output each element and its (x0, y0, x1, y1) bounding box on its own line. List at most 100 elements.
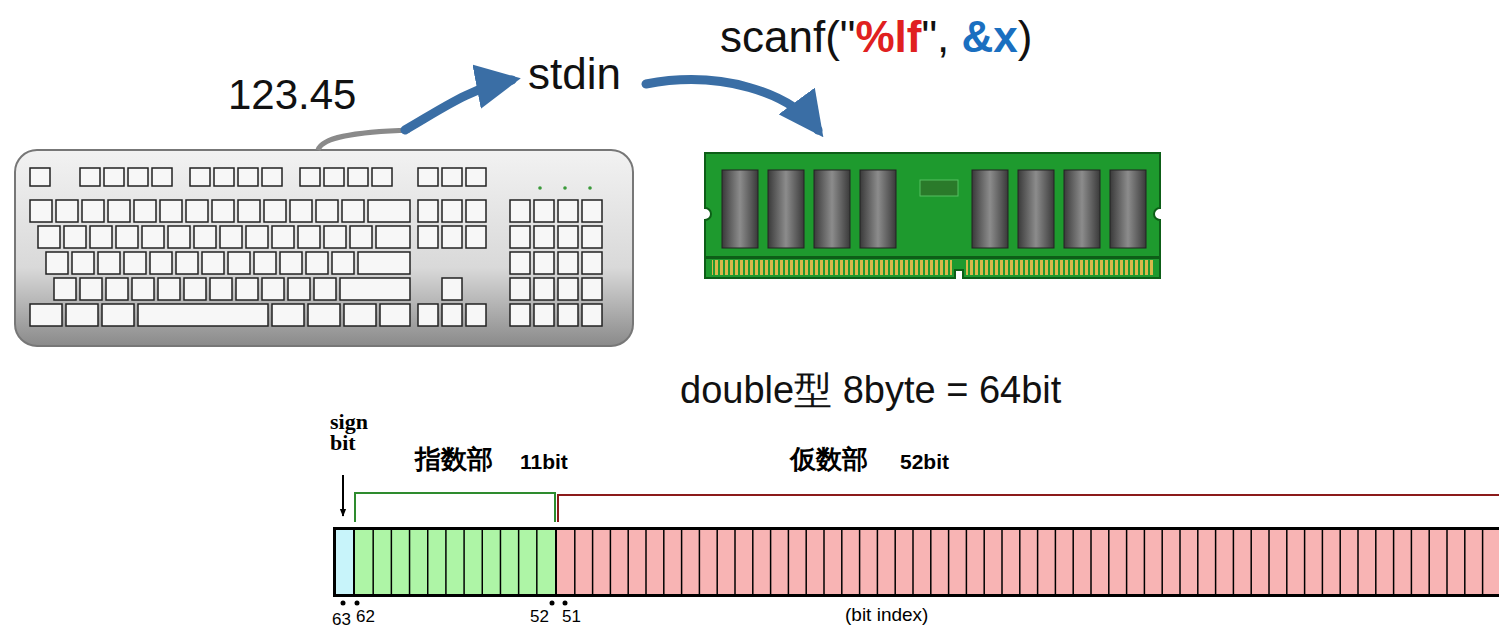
key (316, 200, 338, 222)
key (290, 200, 312, 222)
key (288, 278, 310, 300)
field-width: 52bit (900, 450, 949, 473)
key (380, 304, 410, 326)
key (582, 226, 602, 248)
keyboard-illustration (15, 150, 633, 346)
key (254, 252, 276, 274)
key (534, 278, 554, 300)
key (372, 168, 392, 186)
key (510, 252, 530, 274)
key (176, 252, 198, 274)
key (108, 200, 130, 222)
bit-index: 63 (332, 611, 351, 630)
key (582, 200, 602, 222)
memory-chip (972, 170, 1008, 248)
key (342, 200, 364, 222)
key (314, 278, 336, 300)
key (160, 200, 182, 222)
key (214, 168, 234, 186)
memory-chip (860, 170, 896, 248)
key (344, 304, 376, 326)
key (510, 304, 530, 326)
key (418, 226, 438, 248)
code-text: ", (921, 12, 961, 61)
key (202, 252, 224, 274)
key (264, 200, 286, 222)
key (30, 168, 50, 186)
key (80, 278, 102, 300)
double-bit-layout (333, 475, 1499, 606)
key (582, 278, 602, 300)
field-name: 仮数部 (790, 445, 868, 474)
key (582, 252, 602, 274)
address-operator: &x (962, 12, 1018, 61)
key (442, 168, 462, 186)
key (238, 200, 260, 222)
key (298, 226, 320, 248)
key (262, 168, 282, 186)
key (186, 200, 208, 222)
bit-index: 62 (356, 608, 375, 627)
key (510, 226, 530, 248)
key (306, 252, 328, 274)
key (442, 304, 462, 326)
key (80, 168, 100, 186)
key (138, 304, 268, 326)
key (442, 200, 462, 222)
key (238, 168, 258, 186)
key (534, 226, 554, 248)
key (558, 304, 578, 326)
key (418, 200, 438, 222)
memory-chip (722, 170, 758, 248)
key (510, 200, 530, 222)
key (558, 226, 578, 248)
key (64, 226, 86, 248)
code-text: ) (1018, 12, 1033, 61)
key (158, 278, 180, 300)
key (376, 226, 410, 248)
key (348, 168, 368, 186)
input-arrow (405, 80, 512, 130)
scanf-call: scanf("%lf", &x) (720, 12, 1032, 63)
key (184, 278, 206, 300)
field-width: 11bit (520, 450, 568, 473)
key (30, 304, 62, 326)
key (558, 200, 578, 222)
key (90, 226, 112, 248)
key (30, 200, 52, 222)
key (228, 252, 250, 274)
code-text: scanf(" (720, 12, 855, 61)
key (308, 304, 340, 326)
key (54, 278, 76, 300)
key (300, 168, 320, 186)
key (72, 252, 94, 274)
key (350, 226, 372, 248)
key (332, 252, 354, 274)
key (134, 200, 156, 222)
key (280, 252, 302, 274)
key (534, 200, 554, 222)
input-value: 123.45 (228, 72, 356, 118)
memory-chip (1064, 170, 1100, 248)
keyboard-cable (318, 130, 410, 150)
bit-index: 52 (530, 608, 549, 627)
key (272, 304, 304, 326)
key (418, 168, 438, 186)
stream-name: stdin (528, 50, 621, 98)
key (442, 226, 462, 248)
key (272, 226, 294, 248)
type-caption: double型 8byte = 64bit (680, 370, 1061, 412)
memory-chip (814, 170, 850, 248)
key (152, 168, 172, 186)
key (104, 168, 124, 186)
key (116, 226, 138, 248)
key (262, 278, 284, 300)
key (324, 168, 344, 186)
key (582, 304, 602, 326)
key (210, 278, 232, 300)
key (132, 278, 154, 300)
key (56, 200, 78, 222)
key (150, 252, 172, 274)
key (106, 278, 128, 300)
